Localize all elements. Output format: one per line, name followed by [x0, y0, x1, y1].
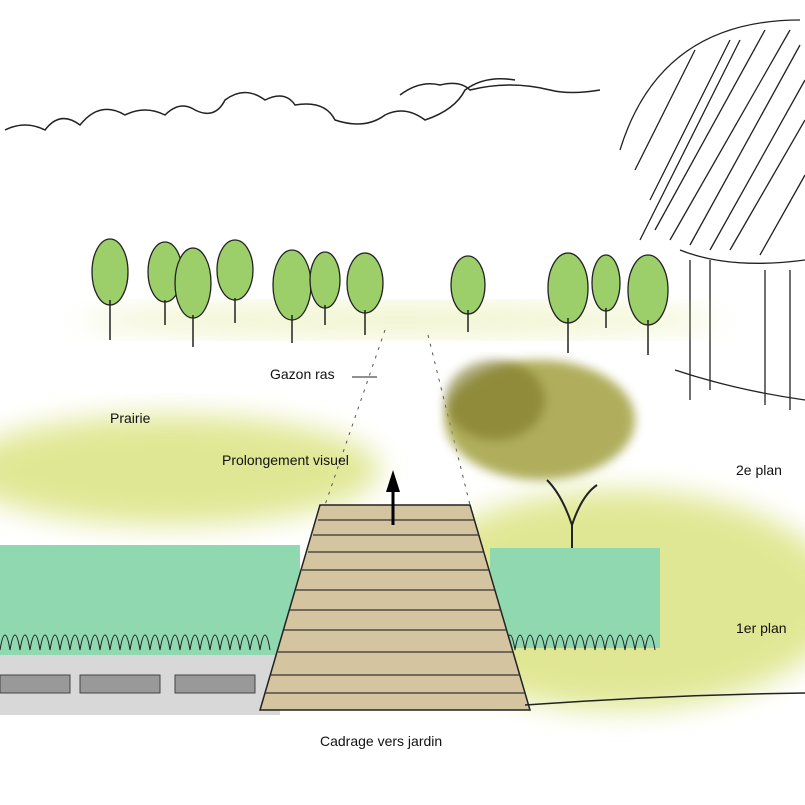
direction-arrow-icon	[386, 470, 400, 525]
left-hedge	[0, 545, 300, 655]
label-2e-plan: 2e plan	[736, 462, 782, 478]
label-prairie: Prairie	[110, 410, 151, 426]
label-cadrage: Cadrage vers jardin	[320, 733, 443, 749]
label-gazon-ras: Gazon ras	[270, 366, 335, 382]
label-prolongement-visuel: Prolongement visuel	[222, 452, 349, 468]
wooden-path	[258, 504, 532, 711]
hedge-hatching-right	[504, 634, 656, 651]
label-1er-plan: 1er plan	[736, 620, 787, 636]
right-hedge	[490, 548, 660, 648]
cloud-outline	[4, 78, 601, 131]
axis-lines	[324, 329, 471, 506]
ground-line	[524, 692, 805, 706]
tree-row-wash	[80, 305, 720, 335]
path-planks	[265, 519, 525, 694]
hedge-hatching	[0, 634, 271, 651]
paving-slabs	[0, 674, 256, 694]
large-tree-hatching	[619, 19, 805, 410]
shrub-trunk	[546, 479, 598, 575]
shrub-shadow	[445, 360, 545, 440]
prairie-wash	[0, 415, 380, 525]
tree-row	[91, 238, 669, 355]
